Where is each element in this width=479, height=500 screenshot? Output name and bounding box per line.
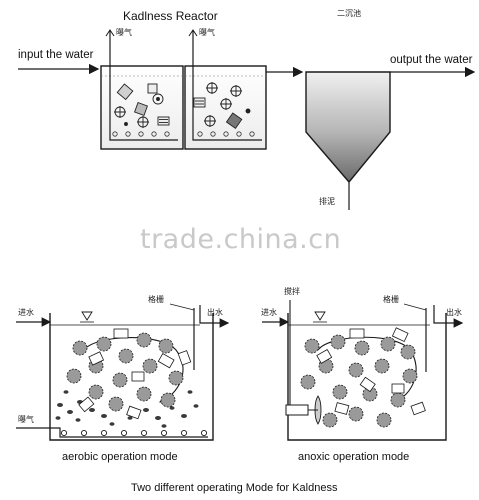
anoxic-mode-label: anoxic operation mode: [298, 451, 410, 463]
aeration-bubbles-top: [112, 131, 255, 137]
anoxic-outlet-label: 出水: [446, 308, 462, 317]
aeration-label-2: 曝气: [199, 28, 215, 37]
anoxic-carriers: [300, 334, 418, 428]
anoxic-screen-label: 格栅: [383, 295, 399, 304]
clarifier-tank: [305, 71, 391, 184]
aeration-pipe-2: [192, 30, 262, 141]
reactor-tank-2: [184, 65, 267, 150]
aerobic-tank-diagram: [16, 303, 230, 441]
aerobic-screen-label: 格栅: [148, 295, 164, 304]
water-level-marker: [314, 311, 326, 321]
input-label: input the water: [18, 49, 94, 61]
stirrer-motor: [285, 404, 309, 416]
aeration-pipe-1: [109, 30, 178, 141]
aerobic-carriers: [66, 332, 184, 412]
aerobic-aeration-label: 曝气: [18, 415, 34, 424]
watermark-text: trade.china.cn: [140, 224, 342, 255]
anoxic-grid-media: [316, 327, 426, 416]
aerobic-inlet-label: 进水: [18, 308, 34, 317]
clarifier-label: 二沉池: [337, 9, 361, 18]
media-carriers-tank-2: [193, 82, 251, 129]
anoxic-tank-diagram: [262, 300, 464, 441]
anoxic-inlet-label: 进水: [261, 308, 277, 317]
aerobic-mode-label: aerobic operation mode: [62, 451, 178, 463]
reactor-title: Kadlness Reactor: [123, 9, 218, 23]
figure-caption: Two different operating Mode for Kaldnes…: [131, 482, 338, 494]
output-label: output the water: [390, 54, 473, 66]
sludge-discharge-label: 排泥: [319, 197, 335, 206]
stirrer-label: 搅拌: [284, 287, 300, 296]
aeration-label-1: 曝气: [116, 28, 132, 37]
water-level-marker: [81, 311, 93, 321]
aerobic-bubbles: [55, 390, 199, 428]
aerobic-grid-media: [78, 328, 192, 420]
stirrer-propeller: [308, 395, 322, 425]
aerobic-outlet-label: 出水: [207, 308, 223, 317]
top-diagram: [18, 29, 476, 210]
aerobic-aeration-pipe: [16, 427, 208, 438]
media-carriers-tank-1: [114, 83, 170, 128]
aerobic-diffusers: [60, 429, 208, 437]
aerobic-tank: [49, 313, 214, 441]
anoxic-tank: [287, 313, 447, 441]
